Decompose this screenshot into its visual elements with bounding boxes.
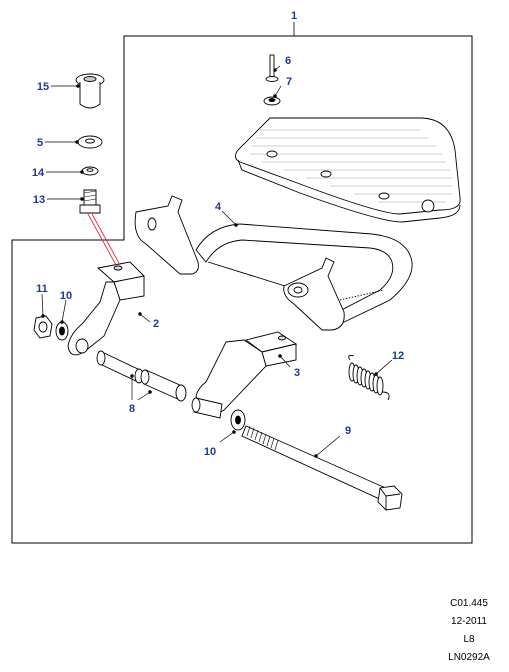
callout-11: 11 — [36, 283, 48, 295]
assembly-frame — [11, 35, 473, 544]
nut-11 — [33, 315, 53, 339]
alignment-line — [87, 213, 117, 266]
callout-9: 9 — [345, 425, 351, 437]
callout-2: 2 — [153, 318, 159, 330]
callout-5: 5 — [37, 137, 43, 149]
callout-7: 7 — [286, 76, 292, 88]
bolt-9 — [241, 425, 403, 511]
callout-6: 6 — [285, 55, 291, 67]
callout-3: 3 — [294, 367, 300, 379]
pedal-arm-4 — [134, 195, 413, 331]
footplate — [235, 117, 461, 223]
leader-lines — [41, 65, 393, 458]
washer-7 — [263, 96, 281, 106]
spring-12 — [348, 355, 390, 401]
callout-10a: 10 — [60, 290, 72, 302]
callout-8: 8 — [129, 403, 135, 415]
washer-5 — [77, 135, 103, 149]
screw-6 — [265, 54, 279, 82]
bush-15 — [75, 73, 105, 109]
callout-10b: 10 — [204, 446, 216, 458]
callout-14: 14 — [32, 167, 45, 179]
reference-drawing: LN0292A — [448, 652, 490, 663]
alignment-line — [91, 213, 121, 266]
callout-4: 4 — [215, 201, 222, 213]
bracket-2 — [67, 261, 145, 356]
bolt-13 — [79, 189, 101, 214]
reference-level: L8 — [463, 634, 475, 645]
washer-10b — [230, 409, 246, 431]
reference-date: 12-2011 — [451, 616, 487, 627]
callout-1: 1 — [291, 10, 297, 22]
washer-10a — [55, 321, 69, 341]
callout-13: 13 — [33, 194, 45, 206]
callout-12: 12 — [392, 350, 404, 362]
callout-15: 15 — [37, 81, 49, 93]
bracket-3 — [191, 331, 298, 419]
spring-washer-14 — [81, 166, 99, 176]
spacers-8 — [96, 350, 187, 402]
reference-code: C01.445 — [450, 598, 488, 609]
